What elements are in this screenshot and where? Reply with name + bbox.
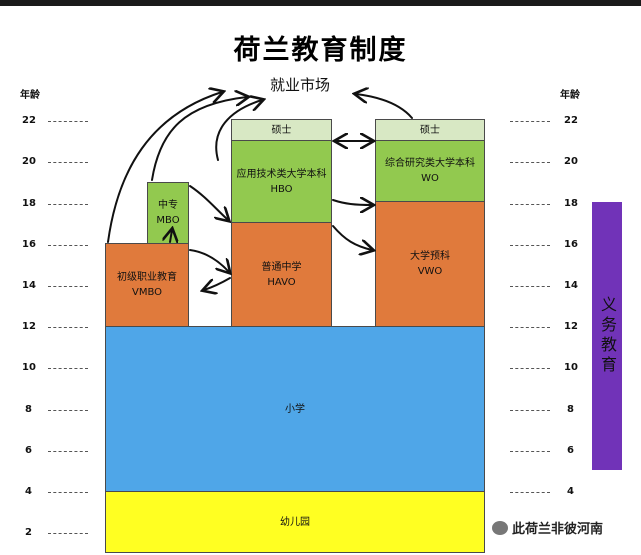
gridline-left [48, 451, 88, 452]
gridline-right [510, 368, 550, 369]
age-tick-10: 10 [564, 362, 578, 373]
age-tick-20: 20 [564, 156, 578, 167]
primary-school-label: 小学 [285, 403, 305, 415]
age-tick-12: 12 [564, 321, 578, 332]
wo-cn-label: 综合研究类大学本科 [385, 158, 475, 169]
age-tick-4: 4 [25, 486, 32, 497]
gridline-left [48, 121, 88, 122]
age-tick-14: 14 [22, 280, 36, 291]
arrow-vmbo-to-market [107, 92, 222, 243]
gridline-left [48, 204, 88, 205]
gridline-right [510, 245, 550, 246]
gridline-left [48, 410, 88, 411]
hbo-en-label: HBO [270, 183, 293, 195]
vwo-en-label: VWO [417, 266, 443, 277]
vmbo-block: 初级职业教育 VMBO [105, 243, 189, 327]
wo-en-label: WO [421, 173, 439, 184]
arrow-mbo-to-market [151, 97, 247, 181]
wechat-icon [492, 520, 508, 535]
gridline-right [510, 121, 550, 122]
watermark-text: 此荷兰非彼河南 [512, 522, 604, 537]
vwo-cn-label: 大学预科 [410, 251, 450, 262]
age-tick-20: 20 [22, 156, 36, 167]
wo-master-label: 硕士 [420, 124, 440, 136]
age-header-right: 年龄 [560, 90, 580, 101]
age-tick-16: 16 [564, 239, 578, 250]
gridline-right [510, 451, 550, 452]
gridline-right [510, 327, 550, 328]
gridline-left [48, 368, 88, 369]
gridline-left [48, 327, 88, 328]
age-tick-12: 12 [22, 321, 36, 332]
gridline-left [48, 245, 88, 246]
vmbo-en-label: VMBO [131, 287, 163, 298]
arrow-havo-to-vmbo [204, 277, 231, 290]
gridline-right [510, 286, 550, 287]
gridline-right [510, 204, 550, 205]
arrow-vmbo-to-havo [189, 249, 229, 272]
hbo-master-label: 硕士 [271, 124, 292, 136]
age-tick-16: 16 [22, 239, 36, 250]
arrow-mbo-to-hbo [189, 185, 228, 220]
gridline-left [48, 286, 88, 287]
mbo-en-label: MBO [156, 215, 180, 226]
gridline-left [48, 162, 88, 163]
havo-en-label: HAVO [267, 276, 296, 288]
hbo-cn-label: 应用技术类大学本科 [236, 168, 327, 180]
arrow-havo-to-vwo [332, 225, 372, 250]
compulsory-education-label: 义务教育 [598, 296, 617, 376]
gridline-right [510, 492, 550, 493]
age-tick-6: 6 [567, 445, 574, 456]
age-tick-18: 18 [22, 198, 36, 209]
mbo-cn-label: 中专 [158, 200, 178, 211]
arrow-hbo-to-market [215, 100, 262, 161]
age-tick-22: 22 [564, 115, 578, 126]
diagram-title: 荷兰教育制度 [233, 35, 408, 66]
age-header-left: 年龄 [20, 90, 40, 101]
age-tick-10: 10 [22, 362, 36, 373]
wo-master-block: 硕士 [375, 119, 485, 141]
age-tick-4: 4 [567, 486, 574, 497]
arrow-hbo-to-wo [332, 200, 372, 205]
compulsory-education-bar: 义务教育 [592, 202, 622, 470]
age-tick-22: 22 [22, 115, 36, 126]
age-tick-2: 2 [25, 527, 32, 538]
havo-block: 普通中学 HAVO [231, 222, 332, 327]
wo-block: 综合研究类大学本科 WO [375, 140, 485, 202]
arrow-wo-to-market [356, 94, 413, 119]
watermark: 此荷兰非彼河南 [492, 518, 603, 537]
age-tick-14: 14 [564, 280, 578, 291]
age-tick-8: 8 [567, 404, 574, 415]
job-market-label: 就业市场 [269, 76, 330, 94]
gridline-right [510, 162, 550, 163]
age-tick-18: 18 [564, 198, 578, 209]
vwo-block: 大学预科 VWO [375, 201, 485, 327]
primary-school-block: 小学 [105, 326, 485, 492]
hbo-master-block: 硕士 [231, 119, 332, 141]
top-border [0, 0, 641, 6]
gridline-left [48, 492, 88, 493]
age-tick-8: 8 [25, 404, 32, 415]
kindergarten-label: 幼儿园 [280, 516, 310, 528]
age-tick-6: 6 [25, 445, 32, 456]
hbo-block: 应用技术类大学本科 HBO [231, 140, 332, 223]
gridline-left [48, 533, 88, 534]
arrow-vmbo-to-mbo [170, 230, 172, 242]
gridline-right [510, 410, 550, 411]
vmbo-cn-label: 初级职业教育 [117, 272, 177, 283]
havo-cn-label: 普通中学 [261, 261, 302, 273]
